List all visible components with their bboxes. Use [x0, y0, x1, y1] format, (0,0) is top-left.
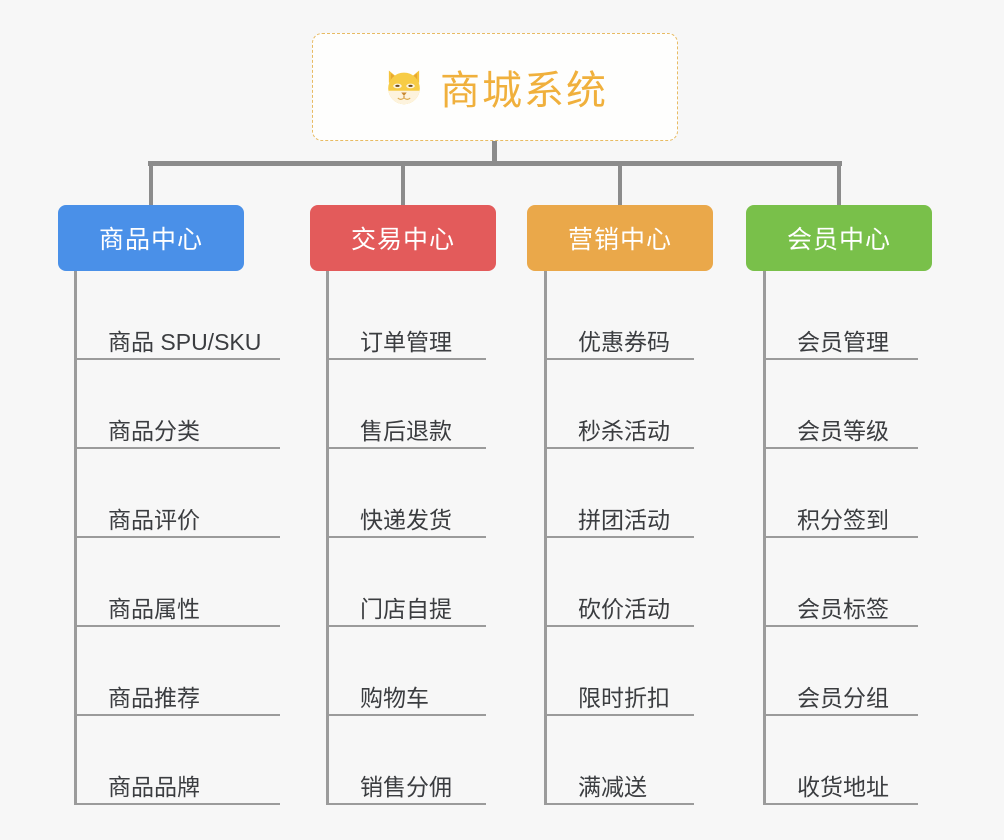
leaf-item[interactable]: 商品分类 — [74, 401, 280, 449]
leaf-item-label: 积分签到 — [797, 506, 889, 533]
shiba-dog-face-icon — [382, 65, 426, 109]
leaf-item-label: 满减送 — [578, 773, 647, 800]
branch-label-marketing-center: 营销中心 — [567, 226, 672, 254]
leaf-item[interactable]: 优惠券码 — [544, 312, 694, 360]
leaf-item[interactable]: 会员管理 — [763, 312, 918, 360]
branch-label-trade-center: 交易中心 — [350, 226, 455, 254]
branch-box-marketing-center[interactable]: 营销中心 — [527, 205, 713, 271]
root-node-shop-system[interactable]: 商城系统 — [312, 33, 678, 141]
leaf-item-label: 商品 SPU/SKU — [108, 328, 262, 355]
leaf-item[interactable]: 订单管理 — [326, 312, 486, 360]
leaf-item[interactable]: 会员分组 — [763, 668, 918, 716]
leaf-item-label: 会员管理 — [797, 328, 889, 355]
leaf-item-label: 商品属性 — [108, 595, 200, 622]
leaf-item[interactable]: 积分签到 — [763, 490, 918, 538]
leaf-item[interactable]: 商品品牌 — [74, 757, 280, 805]
leaf-item[interactable]: 砍价活动 — [544, 579, 694, 627]
branch-box-member-center[interactable]: 会员中心 — [746, 205, 932, 271]
leaf-item[interactable]: 满减送 — [544, 757, 694, 805]
leaf-item[interactable]: 会员标签 — [763, 579, 918, 627]
leaf-item[interactable]: 秒杀活动 — [544, 401, 694, 449]
leaf-item-label: 门店自提 — [360, 595, 452, 622]
leaf-item-label: 秒杀活动 — [578, 417, 670, 444]
leaf-item-label: 会员分组 — [797, 684, 889, 711]
connector-drop-member-center — [836, 161, 842, 205]
leaf-item-label: 售后退款 — [360, 417, 452, 444]
branch-label-product-center: 商品中心 — [98, 226, 203, 254]
branch-label-member-center: 会员中心 — [786, 226, 891, 254]
leaf-item[interactable]: 会员等级 — [763, 401, 918, 449]
leaf-column-stem — [74, 271, 77, 805]
leaf-column-stem — [763, 271, 766, 805]
leaf-item[interactable]: 限时折扣 — [544, 668, 694, 716]
root-title: 商城系统 — [440, 69, 608, 113]
leaf-item[interactable]: 拼团活动 — [544, 490, 694, 538]
branch-box-trade-center[interactable]: 交易中心 — [310, 205, 496, 271]
leaf-item-label: 快递发货 — [360, 506, 452, 533]
leaf-item-label: 拼团活动 — [578, 506, 670, 533]
connector-drop-product-center — [148, 161, 154, 205]
leaf-item-label: 优惠券码 — [578, 328, 670, 355]
leaf-item-label: 商品品牌 — [108, 773, 200, 800]
leaf-item[interactable]: 收货地址 — [763, 757, 918, 805]
leaf-item-label: 砍价活动 — [578, 595, 670, 622]
leaf-item[interactable]: 商品推荐 — [74, 668, 280, 716]
leaf-item[interactable]: 销售分佣 — [326, 757, 486, 805]
leaf-column-stem — [544, 271, 547, 805]
branch-box-product-center[interactable]: 商品中心 — [58, 205, 244, 271]
leaf-item-label: 收货地址 — [797, 773, 889, 800]
leaf-item-label: 限时折扣 — [578, 684, 670, 711]
leaf-item-label: 商品推荐 — [108, 684, 200, 711]
leaf-item-label: 会员标签 — [797, 595, 889, 622]
leaf-item-label: 销售分佣 — [360, 773, 452, 800]
leaf-item-label: 会员等级 — [797, 417, 889, 444]
leaf-column-stem — [326, 271, 329, 805]
connector-drop-trade-center — [400, 161, 406, 205]
connector-horizontal-bus — [148, 161, 842, 166]
leaf-item-label: 购物车 — [360, 684, 429, 711]
connector-root-stem — [492, 141, 497, 165]
leaf-item[interactable]: 商品 SPU/SKU — [74, 312, 280, 360]
leaf-item-label: 订单管理 — [360, 328, 452, 355]
leaf-item[interactable]: 商品属性 — [74, 579, 280, 627]
leaf-item[interactable]: 快递发货 — [326, 490, 486, 538]
leaf-item-label: 商品评价 — [108, 506, 200, 533]
leaf-item[interactable]: 售后退款 — [326, 401, 486, 449]
leaf-item-label: 商品分类 — [108, 417, 200, 444]
leaf-item[interactable]: 门店自提 — [326, 579, 486, 627]
leaf-item[interactable]: 商品评价 — [74, 490, 280, 538]
connector-drop-marketing-center — [617, 161, 623, 205]
leaf-item[interactable]: 购物车 — [326, 668, 486, 716]
